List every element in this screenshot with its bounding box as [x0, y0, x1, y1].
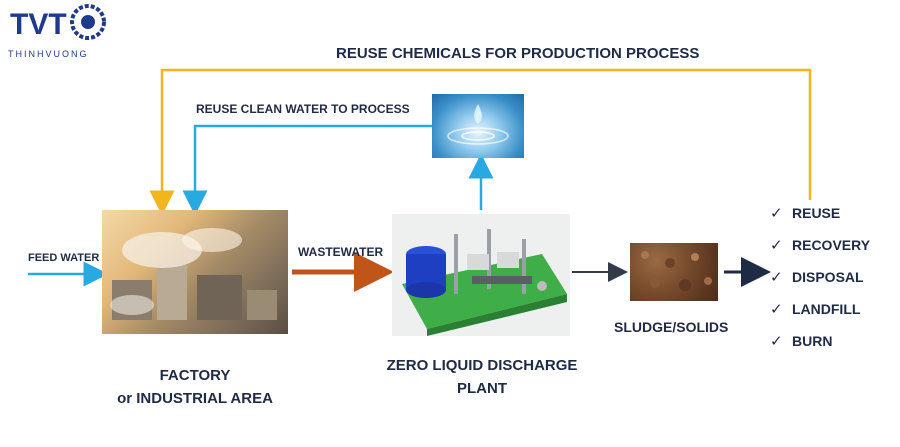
- reuse-water-arrow: [182, 124, 432, 216]
- outcome-label: LANDFILL: [792, 301, 861, 317]
- reuse-chemicals-label: REUSE CHEMICALS FOR PRODUCTION PROCESS: [336, 45, 700, 62]
- outcome-label: BURN: [792, 333, 833, 349]
- check-icon: ✓: [770, 205, 783, 222]
- zld-caption-line1: ZERO LIQUID DISCHARGE: [386, 357, 578, 374]
- zld-caption-line2: PLANT: [457, 380, 507, 397]
- feed-water-label: FEED WATER: [28, 252, 100, 264]
- water-droplet-image: [432, 94, 524, 158]
- check-icon: ✓: [770, 301, 783, 318]
- outcome-label: REUSE: [792, 205, 841, 221]
- zld-plant-image: [392, 214, 570, 336]
- factory-caption: FACTORY or INDUSTRIAL AREA: [100, 364, 290, 410]
- sludge-caption: SLUDGE/SOLIDS: [614, 319, 729, 335]
- check-icon: ✓: [770, 269, 783, 286]
- sludge-solids-image: [630, 243, 718, 301]
- outcome-list: ✓ REUSE ✓ RECOVERY ✓ DISPOSAL ✓ LANDFILL ✓ BU…: [770, 197, 870, 357]
- outcome-label: RECOVERY: [792, 237, 871, 253]
- factory-aerial-image: [102, 210, 288, 334]
- outcome-item: ✓ RECOVERY: [770, 229, 870, 261]
- zld-caption: ZERO LIQUID DISCHARGE PLANT: [378, 354, 586, 400]
- factory-caption-line2: or INDUSTRIAL AREA: [117, 390, 273, 407]
- water-ripple-icon: [447, 104, 509, 145]
- outcome-item: ✓ DISPOSAL: [770, 261, 870, 293]
- logo-mark-icon: TVT: [10, 4, 106, 41]
- sludge-texture-icon: [641, 251, 712, 291]
- reuse-chemicals-arrow: [149, 68, 812, 216]
- brand-tagline: THINHVUONG: [8, 49, 89, 59]
- outcome-item: ✓ BURN: [770, 325, 870, 357]
- outcome-item: ✓ REUSE: [770, 197, 870, 229]
- wastewater-label: WASTEWATER: [298, 245, 384, 259]
- outcome-label: DISPOSAL: [792, 269, 864, 285]
- svg-text:TVT: TVT: [10, 8, 67, 41]
- brand-logo: TVT THINHVUONG: [8, 2, 108, 62]
- factory-caption-line1: FACTORY: [159, 367, 231, 384]
- check-icon: ✓: [770, 237, 783, 254]
- reuse-water-label: REUSE CLEAN WATER TO PROCESS: [196, 102, 410, 116]
- outcome-item: ✓ LANDFILL: [770, 293, 870, 325]
- check-icon: ✓: [770, 333, 783, 350]
- zld-plant-equipment-icon: [402, 229, 567, 336]
- factory-buildings-icon: [110, 228, 277, 320]
